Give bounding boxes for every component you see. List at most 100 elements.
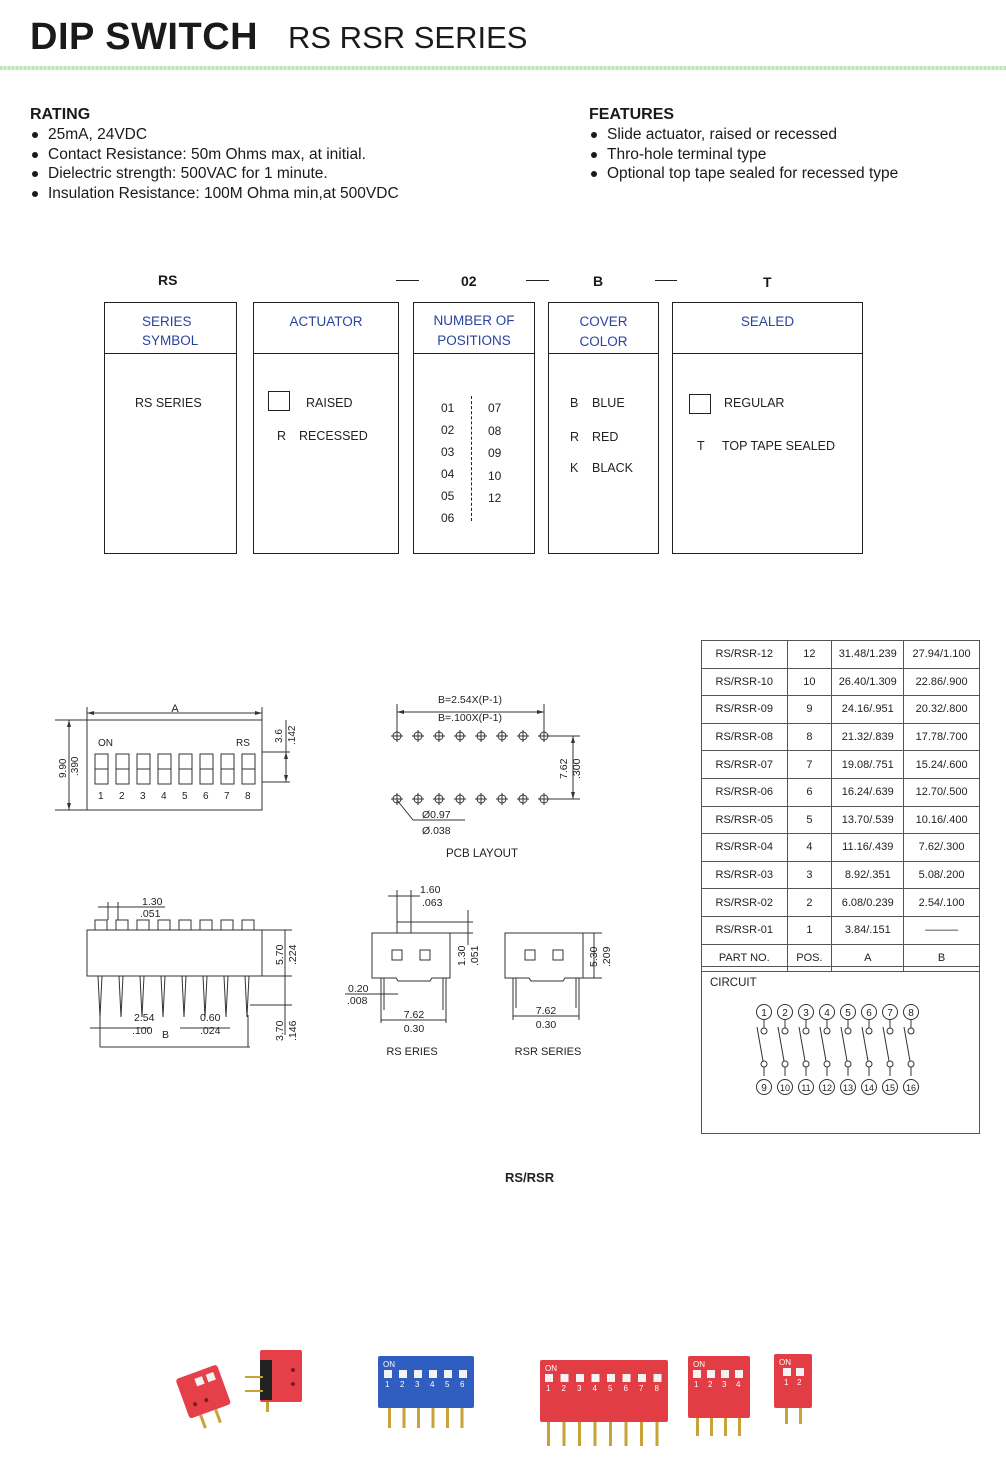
color-code: B [570, 396, 579, 410]
color-title-2: COLOR [579, 334, 628, 349]
sv-act-mm: 1.30 [142, 896, 163, 908]
page-title: DIP SWITCH [30, 16, 259, 58]
pin [446, 1408, 449, 1428]
rating-item: Insulation Resistance: 100M Ohma min,at … [30, 184, 399, 204]
position-option: 03 [441, 445, 455, 459]
code-dash [655, 280, 677, 281]
color-label: BLACK [592, 461, 633, 475]
pin [388, 1408, 391, 1428]
color-code: R [570, 430, 580, 444]
side-actuator [136, 919, 150, 931]
on-label: ON [98, 738, 113, 749]
position-option: 12 [488, 491, 502, 505]
pin [199, 1414, 207, 1429]
switch-blade [777, 1026, 785, 1062]
switch-blade [882, 1026, 890, 1062]
sv-pin-in: .024 [200, 1025, 221, 1037]
pin [431, 1408, 435, 1428]
color-code: K [570, 461, 579, 475]
rs-row-mm: 7.62 [404, 1009, 425, 1021]
tape-code: T [697, 439, 705, 453]
circuit-terminal-label: 16 [906, 1083, 916, 1093]
position-option: 08 [488, 423, 502, 438]
pcb-hole-in: Ø.038 [422, 825, 451, 837]
slide-actuator [459, 1370, 467, 1378]
switch-body [688, 1356, 750, 1418]
header-a: A [831, 943, 905, 973]
table-cell: RS/RSR-12 [701, 640, 788, 669]
slide-actuator [429, 1370, 437, 1378]
circuit-terminal-label: 11 [801, 1083, 810, 1093]
slide-actuator [384, 1370, 392, 1378]
height-mm: 9.90 [58, 758, 69, 778]
circuit-terminal [819, 1079, 835, 1095]
switch-number: 6 [203, 791, 209, 802]
position-number: 6 [460, 1380, 465, 1389]
switch-blade [903, 1026, 911, 1062]
positions-right-col: 07 08 09 10 12 [488, 397, 501, 510]
color-box: COVER COLOR B BLUE R RED K BLACK [548, 302, 659, 554]
position-option: 01 [441, 401, 455, 415]
tape-label: TOP TAPE SEALED [722, 439, 836, 453]
circuit-terminal [840, 1079, 856, 1095]
position-number: 4 [736, 1380, 741, 1389]
position-number: 4 [430, 1380, 435, 1389]
circuit-terminal [882, 1004, 898, 1020]
circuit-terminal [840, 1004, 856, 1020]
rating-item: Contact Resistance: 50m Ohms max, at ini… [30, 145, 399, 165]
position-number: 3 [415, 1380, 420, 1389]
table-cell: 3 [786, 860, 833, 890]
pcb-hole-mm: Ø0.97 [422, 809, 451, 821]
pin [547, 1422, 550, 1446]
side-view-drawing: 1.30 .051 5.70 .224 2.54 .100 0.60 .024 … [86, 896, 299, 1048]
switch-number: 2 [119, 791, 125, 802]
actuator-title: ACTUATOR [289, 314, 363, 329]
circuit-terminal-label: 4 [824, 1008, 830, 1019]
code-series: RS [158, 272, 178, 288]
side-actuator [94, 919, 108, 931]
sv-pitch-in: .100 [132, 1025, 153, 1037]
page-subtitle: RS RSR SERIES [288, 20, 528, 55]
table-cell: RS/RSR-07 [701, 750, 788, 779]
features-section: FEATURES Slide actuator, raised or reces… [589, 106, 898, 184]
pin [417, 1408, 420, 1428]
slide-actuator [560, 1374, 569, 1382]
pin [710, 1418, 713, 1436]
rs-pin-in: .008 [347, 995, 368, 1007]
position-option: 02 [441, 423, 455, 437]
table-cell: 26.40/1.309 [831, 667, 905, 697]
pin [640, 1422, 643, 1446]
series-value: RS SERIES [135, 396, 202, 410]
regular-checkbox [689, 394, 711, 414]
position-number: 5 [608, 1384, 613, 1393]
feature-item: Optional top tape sealed for recessed ty… [589, 164, 898, 184]
circuit-terminal [861, 1079, 877, 1095]
table-cell: 5.08/.200 [903, 860, 980, 890]
series-title-2: SYMBOL [142, 333, 199, 348]
slide-actuator [796, 1368, 804, 1376]
rs-end-view-drawing: 1.60 .063 1.30 .051 0.20 .008 7.62 0.30 … [345, 884, 481, 1058]
position-number: 5 [445, 1380, 450, 1389]
rs-caption: RS ERIES [386, 1046, 437, 1058]
on-label: ON [693, 1360, 705, 1369]
side-pin [202, 975, 208, 1018]
side-actuator [115, 919, 129, 931]
slide-actuator [653, 1374, 662, 1382]
slide-actuator [414, 1370, 422, 1378]
position-option: 07 [488, 401, 502, 415]
photo-red-2pos-angled [176, 1365, 231, 1429]
table-cell: 24.16/.951 [831, 695, 905, 724]
side-pin [97, 975, 103, 1018]
side-pin [139, 975, 145, 1018]
sv-pitch-mm: 2.54 [134, 1012, 155, 1024]
circuit-terminal-label: 6 [866, 1008, 872, 1019]
actuator-box-header: ACTUATOR [254, 303, 398, 354]
switch-blade [819, 1026, 827, 1062]
position-number: 2 [797, 1378, 802, 1387]
